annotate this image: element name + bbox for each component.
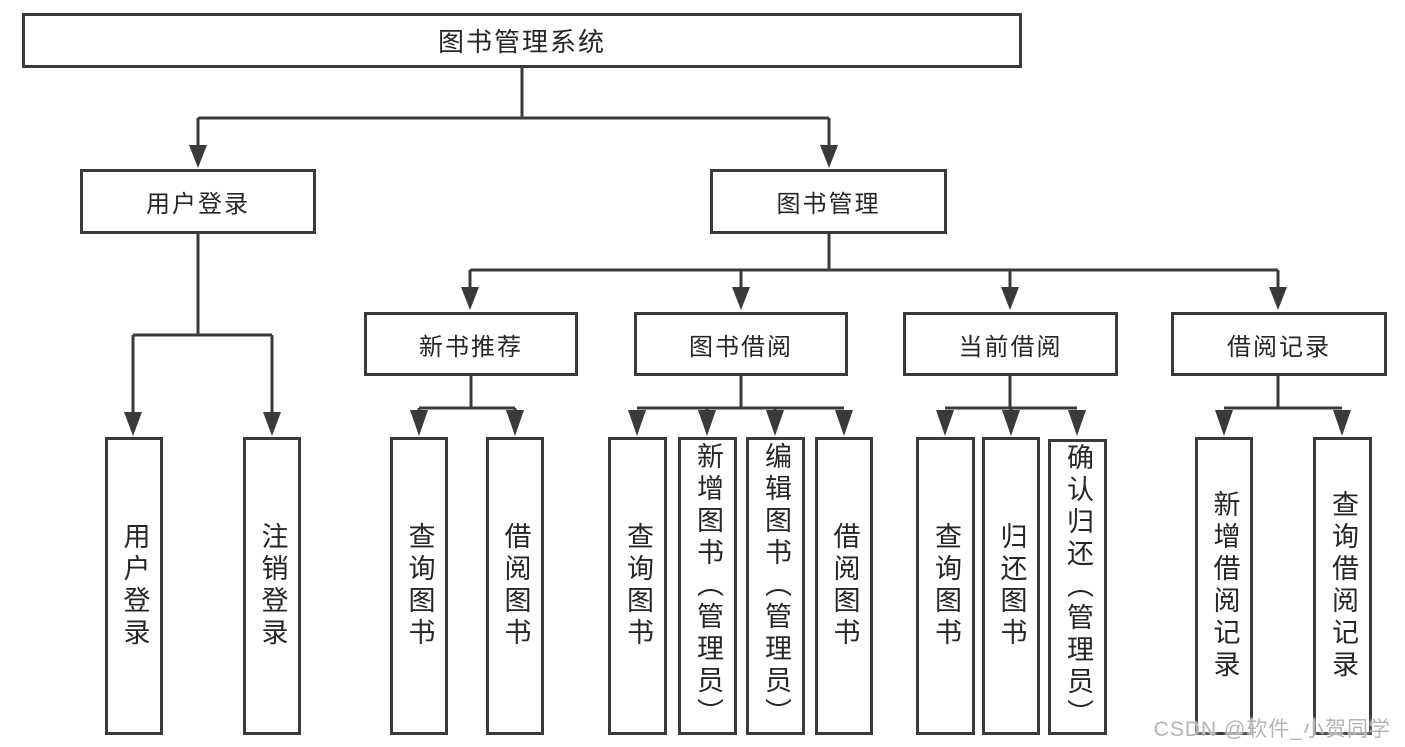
node-label: 新书推荐 <box>419 333 523 361</box>
node-label: 新增图书（管理员） <box>693 442 723 730</box>
node-leaf-add-books-admin: 新增图书（管理员） <box>678 437 737 735</box>
node-label: 编辑图书（管理员） <box>761 442 791 730</box>
connector-book-borrow-children <box>628 375 853 436</box>
node-label: 用户登录 <box>146 191 250 218</box>
connector-user-login-children <box>124 234 281 436</box>
node-leaf-logout: 注销登录 <box>243 437 301 735</box>
node-leaf-return-books: 归还图书 <box>982 437 1040 735</box>
node-user-login: 用户登录 <box>80 169 316 234</box>
node-leaf-query-books-1: 查询图书 <box>390 437 448 735</box>
node-label: 归还图书 <box>996 522 1027 650</box>
csdn-watermark: CSDN @软件_小贺同学 <box>1153 718 1391 741</box>
node-leaf-query-books-3: 查询图书 <box>916 437 975 735</box>
connector-book-mgmt-children <box>461 234 1287 310</box>
node-label: 用户登录 <box>119 522 150 650</box>
connector-current-borrow-children <box>936 375 1086 436</box>
node-label: 借阅图书 <box>829 522 860 650</box>
node-label: 新增借阅记录 <box>1209 490 1240 682</box>
connector-borrow-records-children <box>1215 375 1351 436</box>
node-borrowing-records: 借阅记录 <box>1171 312 1387 376</box>
node-label: 注销登录 <box>257 522 288 650</box>
node-label: 确认归还（管理员） <box>1063 443 1093 731</box>
node-label: 查询图书 <box>404 522 435 650</box>
node-label: 查询图书 <box>931 522 961 650</box>
node-label: 图书借阅 <box>689 333 793 361</box>
node-leaf-add-borrow-record: 新增借阅记录 <box>1195 437 1253 735</box>
connector-root-to-level2 <box>189 68 838 168</box>
node-label: 借阅图书 <box>500 522 531 650</box>
node-leaf-borrow-books-2: 借阅图书 <box>815 437 873 735</box>
node-label: 当前借阅 <box>958 333 1063 361</box>
node-library-management-system: 图书管理系统 <box>22 13 1022 68</box>
node-leaf-query-books-2: 查询图书 <box>608 437 667 735</box>
node-current-borrowing: 当前借阅 <box>903 312 1118 376</box>
node-leaf-query-borrow-record: 查询借阅记录 <box>1313 437 1372 735</box>
node-leaf-edit-books-admin: 编辑图书（管理员） <box>746 437 805 735</box>
node-book-borrowing: 图书借阅 <box>634 312 848 376</box>
node-leaf-confirm-return-admin: 确认归还（管理员） <box>1048 439 1107 735</box>
node-label: 图书管理 <box>776 191 881 218</box>
node-label: 查询借阅记录 <box>1328 490 1358 682</box>
node-new-book-recommendation: 新书推荐 <box>364 312 578 376</box>
node-label: 借阅记录 <box>1227 333 1331 361</box>
node-leaf-borrow-books-1: 借阅图书 <box>486 437 544 735</box>
connector-new-book-rec-children <box>410 375 524 436</box>
node-label: 查询图书 <box>623 522 653 650</box>
node-label: 图书管理系统 <box>437 27 606 57</box>
node-book-management: 图书管理 <box>710 169 947 234</box>
node-leaf-user-login: 用户登录 <box>105 437 163 735</box>
